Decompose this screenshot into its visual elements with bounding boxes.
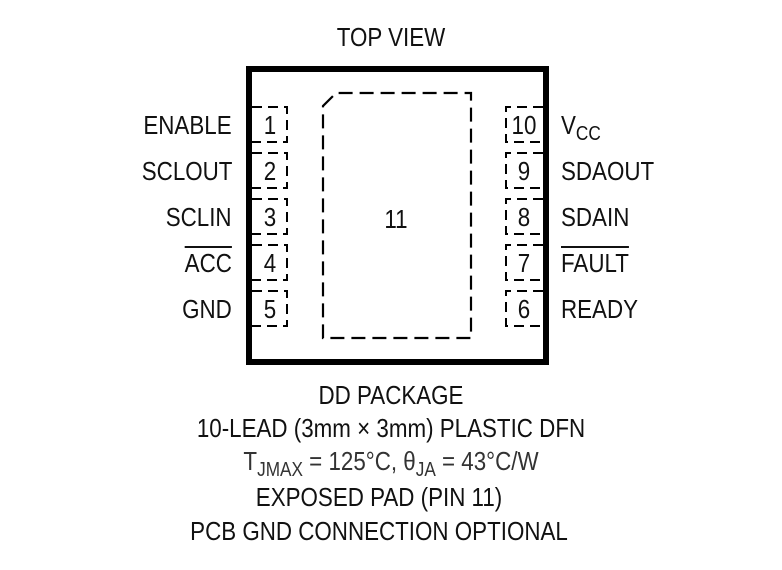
caption-package-description: 10-LEAD (3mm × 3mm) PLASTIC DFN	[196, 413, 586, 443]
left-pads	[252, 106, 288, 327]
pin-number-9: 9	[517, 156, 531, 186]
pin-number-5: 5	[263, 294, 277, 324]
view-title: TOP VIEW	[336, 22, 446, 52]
theta-subscript: JA	[415, 459, 436, 481]
caption-pcb-gnd: PCB GND CONNECTION OPTIONAL	[190, 516, 568, 546]
pad-6-outline	[505, 290, 543, 327]
pad-2-outline	[252, 152, 288, 189]
pin-label-acc-bar: ACC	[184, 248, 232, 278]
theta-value: = 43°C/W	[435, 446, 539, 476]
pin-number-3: 3	[263, 202, 277, 232]
tjmax-symbol: T	[243, 446, 258, 476]
caption-package-name: DD PACKAGE	[318, 380, 464, 410]
pin-label-vcc-subscript: CC	[575, 123, 601, 145]
exposed-pad-outline	[321, 91, 473, 340]
caption-thermal-specs: TJMAX = 125°C, θJA = 43°C/W	[55, 446, 728, 480]
pin-label-sclin: SCLIN	[166, 202, 232, 232]
pin-number-1: 1	[263, 110, 277, 140]
pad-5-outline	[252, 290, 288, 327]
tjmax-value: = 125°C,	[302, 446, 404, 476]
pad-9-outline	[505, 152, 543, 189]
pin-label-fault-bar: FAULT	[561, 248, 629, 278]
pin-label-sclout: SCLOUT	[141, 156, 232, 186]
theta-symbol: θ	[403, 446, 416, 476]
pin-number-2: 2	[263, 156, 277, 186]
exposed-pad-number: 11	[384, 204, 408, 234]
pad-10-outline	[505, 106, 543, 143]
pad-4-outline	[252, 244, 288, 281]
pin-number-10: 10	[511, 110, 537, 140]
right-pads	[505, 106, 543, 327]
pad-3-outline	[252, 198, 288, 235]
pad-7-outline	[505, 244, 543, 281]
pin-number-6: 6	[517, 294, 531, 324]
pin-number-4: 4	[263, 248, 277, 278]
tjmax-subscript: JMAX	[257, 459, 303, 481]
pin-number-8: 8	[517, 202, 531, 232]
pin-label-sdain: SDAIN	[561, 202, 630, 232]
pin-label-ready: READY	[561, 294, 639, 324]
pin-label-enable: ENABLE	[143, 110, 232, 140]
pin-number-7: 7	[517, 248, 531, 278]
pad-8-outline	[505, 198, 543, 235]
pin-label-vcc: VCC	[561, 110, 601, 144]
pad-1-outline	[252, 106, 288, 143]
pin-label-vcc-main: V	[561, 110, 576, 140]
pin-label-gnd: GND	[182, 294, 232, 324]
pin-label-sdaout: SDAOUT	[561, 156, 655, 186]
package-body-outline	[246, 66, 549, 365]
caption-exposed-pad: EXPOSED PAD (PIN 11)	[255, 482, 503, 512]
